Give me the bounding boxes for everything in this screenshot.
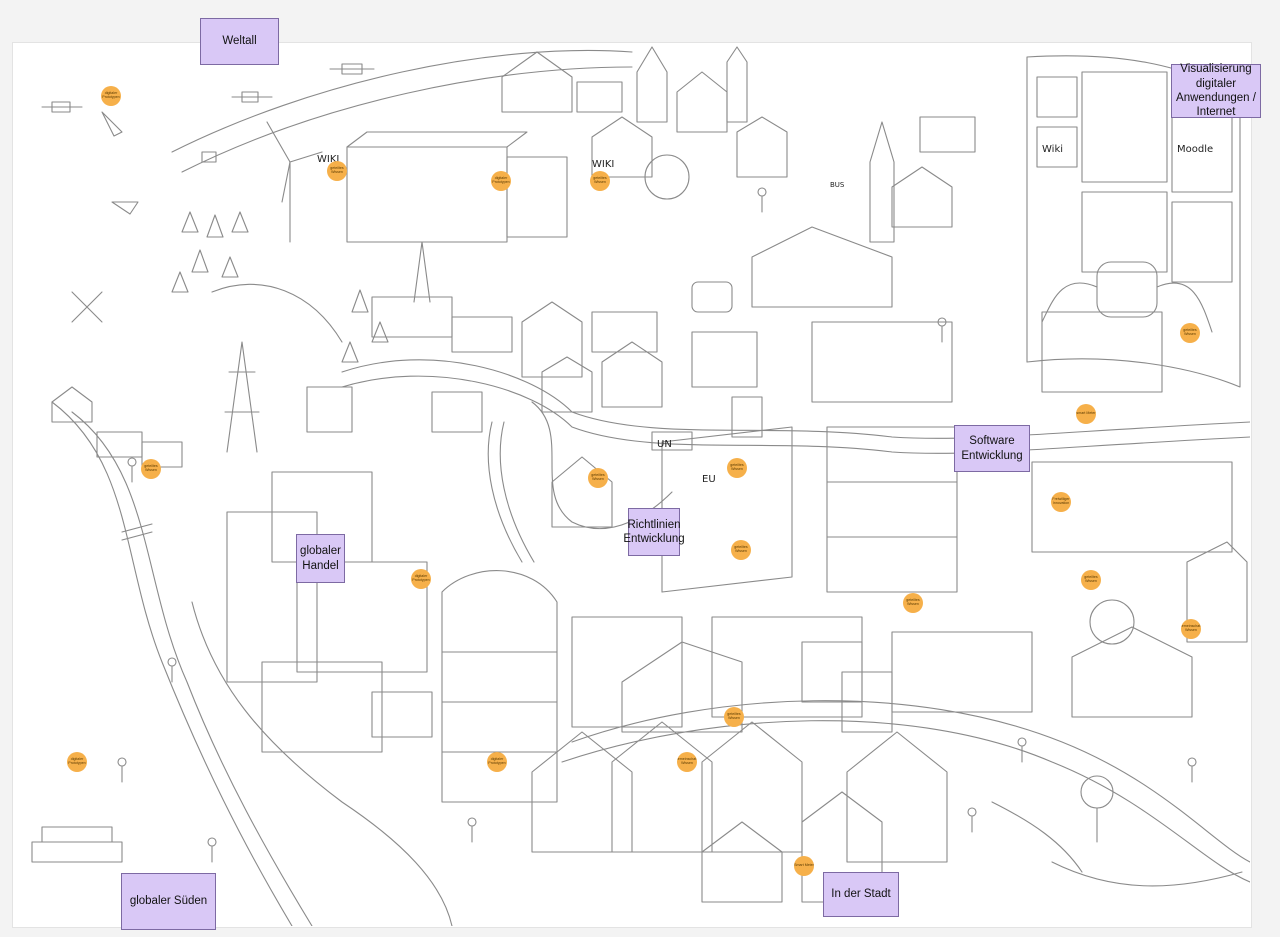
river	[51, 401, 293, 926]
info-dot[interactable]: Smart Meter	[794, 856, 814, 876]
bus-sign: BUS	[830, 181, 845, 189]
info-dot[interactable]: smart Meter	[1076, 404, 1096, 424]
hill-line	[211, 283, 343, 343]
un-sign: UN	[657, 439, 672, 450]
label-in-der-stadt: In der Stadt	[823, 872, 899, 917]
river-2	[71, 411, 313, 926]
info-dot[interactable]: Gemeinschaftl. Wissen	[1181, 619, 1201, 639]
label-software-entwicklung: Software Entwicklung	[954, 425, 1030, 472]
wiki-sign-2: WIKI	[592, 159, 614, 170]
label-weltall: Weltall	[200, 18, 279, 65]
moodle-screen-text: Moodle	[1177, 144, 1213, 155]
wiki-screen-text: Wiki	[1042, 144, 1063, 155]
info-dot[interactable]: digitaler Prototypen	[101, 86, 121, 106]
people-figures	[117, 187, 1197, 863]
road-lower-2	[561, 720, 1250, 883]
wiki-sign-1: WIKI	[317, 154, 339, 165]
info-dot[interactable]: Gemeinschaftl. Wissen	[677, 752, 697, 772]
info-dot[interactable]: digitaler Prototypen	[491, 171, 511, 191]
track	[487, 421, 523, 563]
info-dot[interactable]: geteiltes Wissen	[588, 468, 608, 488]
label-globaler-handel: globaler Handel	[296, 534, 345, 583]
road-mid	[341, 359, 1250, 439]
info-dot[interactable]: geteiltes Wissen	[903, 593, 923, 613]
road-upper	[171, 49, 633, 153]
info-dot[interactable]: geteiltes Wissen	[327, 161, 347, 181]
info-dot[interactable]: geteiltes Wissen	[731, 540, 751, 560]
info-dot[interactable]: digitaler Prototypen	[67, 752, 87, 772]
label-visualisierung: Visualisierung digitaler Anwendungen / I…	[1171, 63, 1261, 118]
info-dot[interactable]: geteiltes Wissen	[141, 459, 161, 479]
road-upper-2	[181, 66, 633, 173]
info-dot[interactable]: digitaler Prototypen	[411, 569, 431, 589]
info-dot[interactable]: geteiltes Wissen	[1081, 570, 1101, 590]
info-dot[interactable]: geteiltes Wissen	[1180, 323, 1200, 343]
info-dot[interactable]: digitaler Prototypen	[487, 752, 507, 772]
road-mid-2	[341, 375, 1250, 454]
info-dot[interactable]: geteiltes Wissen	[724, 707, 744, 727]
info-dot[interactable]: Freiwilliger Innovation	[1051, 492, 1071, 512]
eu-sign: EU	[702, 474, 716, 485]
road-lower	[571, 700, 1250, 863]
label-richtlinien-entwicklung: Richtlinien Entwicklung	[623, 508, 685, 556]
info-dot[interactable]: geteiltes Wissen	[727, 458, 747, 478]
path-left	[191, 601, 453, 926]
track-2	[499, 421, 535, 563]
city-illustration: WIKI WIKI Wiki Moodle UN EU BUS	[31, 46, 1250, 926]
info-dot[interactable]: geteiltes Wissen	[590, 171, 610, 191]
label-globaler-sueden: globaler Süden	[121, 873, 216, 930]
